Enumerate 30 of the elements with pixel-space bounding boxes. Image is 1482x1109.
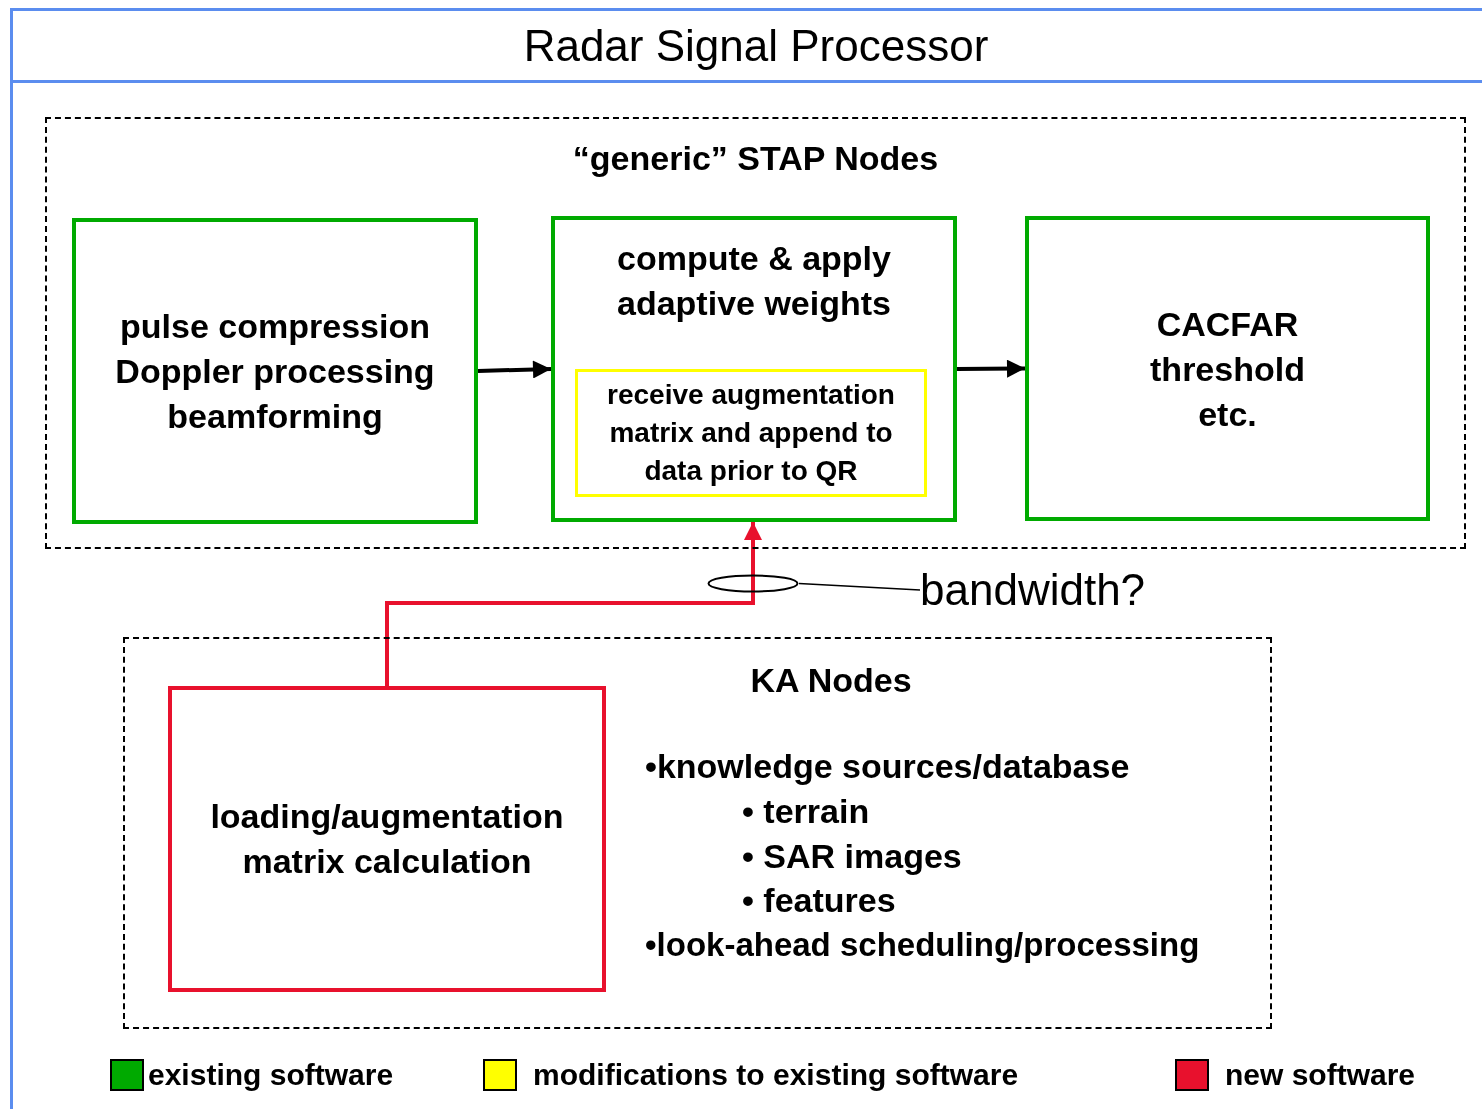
bullet-item: • features xyxy=(742,880,896,920)
ellipse-marker xyxy=(707,574,799,593)
bullet-item: •look-ahead scheduling/processing xyxy=(645,925,1200,965)
legend-label: new software xyxy=(1225,1058,1416,1092)
title-header: Radar Signal Processor xyxy=(13,11,1482,83)
annotation-text: bandwidth? xyxy=(920,566,1180,614)
process-box xyxy=(72,218,478,524)
process-box xyxy=(1025,216,1430,521)
arrow xyxy=(477,360,552,379)
process-box xyxy=(551,216,957,522)
box-label: loading/augmentation matrix calculation xyxy=(209,796,565,882)
group-heading: KA Nodes xyxy=(750,660,912,700)
box-label: compute & apply adaptive weights xyxy=(616,238,892,324)
leader-line xyxy=(798,582,921,591)
legend-label: existing software xyxy=(148,1058,394,1092)
processor-frame xyxy=(10,8,1482,1109)
bullet-item: • terrain xyxy=(742,791,870,831)
bullet-item: •knowledge sources/database xyxy=(645,746,1130,786)
arrow xyxy=(957,359,1025,378)
box-label: receive augmentation matrix and append to data prior to QR xyxy=(606,378,896,488)
dashed-group-box xyxy=(123,637,1272,1029)
dashed-group-box xyxy=(45,117,1466,549)
legend-label: modifications to existing software xyxy=(533,1058,1019,1092)
group-heading: “generic” STAP Nodes xyxy=(572,138,939,178)
box-label: pulse compression Doppler processing beamforming xyxy=(114,305,436,437)
arrow xyxy=(385,522,762,686)
process-box xyxy=(168,686,606,992)
box-label: CACFAR threshold etc. xyxy=(1149,303,1306,434)
process-box xyxy=(575,369,927,497)
bullet-item: • SAR images xyxy=(742,836,962,876)
